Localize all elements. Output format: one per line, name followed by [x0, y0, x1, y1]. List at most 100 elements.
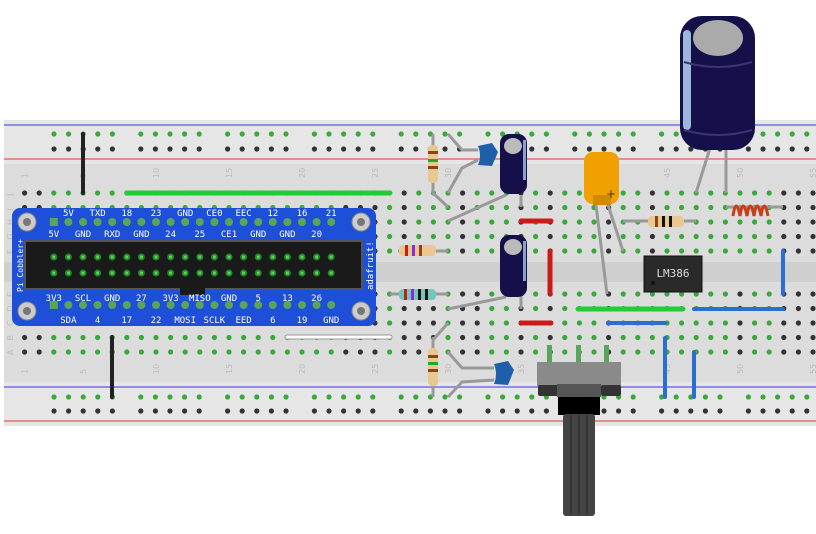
- breadboard-hole[interactable]: [752, 190, 758, 196]
- rail-hole[interactable]: [196, 131, 202, 137]
- breadboard-hole[interactable]: [591, 233, 597, 240]
- breadboard-hole[interactable]: [168, 349, 174, 355]
- breadboard-hole[interactable]: [95, 334, 101, 341]
- breadboard-hole[interactable]: [708, 334, 714, 341]
- breadboard-hole[interactable]: [474, 233, 480, 240]
- rail-hole[interactable]: [442, 394, 448, 400]
- breadboard-hole[interactable]: [284, 349, 290, 355]
- rail-hole[interactable]: [804, 131, 810, 137]
- breadboard-hole[interactable]: [372, 349, 378, 355]
- breadboard-hole[interactable]: [401, 190, 407, 196]
- rail-hole[interactable]: [109, 131, 115, 137]
- breadboard-hole[interactable]: [547, 233, 553, 240]
- breadboard-hole[interactable]: [752, 334, 758, 341]
- breadboard-hole[interactable]: [211, 334, 217, 341]
- rail-hole[interactable]: [702, 394, 709, 400]
- breadboard-hole[interactable]: [474, 349, 480, 355]
- breadboard-hole[interactable]: [518, 334, 524, 341]
- breadboard-hole[interactable]: [752, 219, 758, 225]
- breadboard-hole[interactable]: [65, 190, 71, 196]
- breadboard-hole[interactable]: [810, 349, 816, 355]
- breadboard-hole[interactable]: [518, 349, 524, 355]
- breadboard-hole[interactable]: [810, 190, 816, 196]
- breadboard-hole[interactable]: [781, 320, 787, 326]
- rail-hole[interactable]: [182, 131, 188, 137]
- breadboard-hole[interactable]: [36, 190, 42, 196]
- rail-hole[interactable]: [688, 408, 694, 414]
- rail-hole[interactable]: [370, 131, 376, 137]
- breadboard-hole[interactable]: [620, 349, 626, 355]
- breadboard-hole[interactable]: [693, 248, 699, 254]
- breadboard-hole[interactable]: [679, 233, 685, 240]
- rail-hole[interactable]: [283, 131, 289, 137]
- breadboard-hole[interactable]: [737, 219, 743, 225]
- rail-hole[interactable]: [775, 408, 781, 414]
- breadboard-hole[interactable]: [752, 291, 758, 297]
- breadboard-hole[interactable]: [766, 233, 772, 240]
- breadboard-hole[interactable]: [679, 349, 685, 355]
- breadboard-hole[interactable]: [387, 233, 393, 240]
- rail-hole[interactable]: [717, 394, 723, 400]
- breadboard-hole[interactable]: [664, 204, 670, 211]
- breadboard-hole[interactable]: [649, 233, 656, 240]
- rail-hole[interactable]: [413, 408, 419, 414]
- breadboard-hole[interactable]: [503, 320, 509, 326]
- breadboard-hole[interactable]: [591, 291, 597, 297]
- breadboard-hole[interactable]: [766, 349, 772, 355]
- breadboard-hole[interactable]: [562, 291, 568, 297]
- breadboard-hole[interactable]: [679, 291, 685, 297]
- breadboard-hole[interactable]: [343, 349, 349, 355]
- electrolytic-capacitor-top[interactable]: [500, 134, 527, 194]
- breadboard-hole[interactable]: [635, 233, 641, 240]
- breadboard-hole[interactable]: [95, 190, 101, 196]
- rail-hole[interactable]: [442, 146, 448, 152]
- breadboard-hole[interactable]: [810, 305, 816, 312]
- rail-hole[interactable]: [760, 146, 766, 152]
- breadboard-hole[interactable]: [635, 190, 641, 196]
- breadboard-hole[interactable]: [795, 204, 802, 211]
- breadboard-hole[interactable]: [503, 305, 509, 312]
- breadboard-hole[interactable]: [576, 204, 583, 211]
- breadboard-hole[interactable]: [766, 334, 772, 341]
- rail-hole[interactable]: [66, 394, 72, 400]
- rail-hole[interactable]: [51, 408, 57, 414]
- breadboard-hole[interactable]: [781, 219, 787, 225]
- breadboard-hole[interactable]: [533, 233, 539, 240]
- breadboard-hole[interactable]: [474, 190, 480, 196]
- breadboard-hole[interactable]: [664, 190, 670, 196]
- breadboard-hole[interactable]: [533, 349, 539, 355]
- rail-hole[interactable]: [659, 146, 665, 152]
- breadboard-hole[interactable]: [781, 334, 787, 341]
- rail-hole[interactable]: [413, 394, 419, 400]
- rail-hole[interactable]: [586, 131, 593, 137]
- breadboard-hole[interactable]: [547, 334, 553, 341]
- rail-hole[interactable]: [254, 146, 260, 152]
- breadboard-hole[interactable]: [620, 204, 626, 211]
- breadboard-hole[interactable]: [635, 204, 641, 211]
- breadboard-hole[interactable]: [649, 349, 656, 355]
- breadboard-hole[interactable]: [679, 248, 685, 254]
- rail-hole[interactable]: [673, 408, 679, 414]
- ceramic-capacitor-bottom[interactable]: [494, 361, 514, 385]
- rail-hole[interactable]: [745, 408, 752, 414]
- rail-hole[interactable]: [138, 146, 144, 152]
- breadboard-hole[interactable]: [722, 233, 729, 240]
- breadboard-hole[interactable]: [22, 349, 28, 355]
- rail-hole[interactable]: [398, 408, 404, 414]
- breadboard-hole[interactable]: [679, 334, 685, 341]
- breadboard-hole[interactable]: [737, 349, 743, 355]
- rail-hole[interactable]: [702, 408, 709, 414]
- breadboard-hole[interactable]: [781, 349, 787, 355]
- breadboard-hole[interactable]: [445, 334, 451, 341]
- breadboard-hole[interactable]: [503, 219, 509, 225]
- tantalum-capacitor[interactable]: +: [584, 152, 619, 205]
- breadboard-hole[interactable]: [401, 305, 407, 312]
- breadboard-hole[interactable]: [138, 349, 144, 355]
- rail-hole[interactable]: [370, 394, 376, 400]
- rail-hole[interactable]: [601, 131, 607, 137]
- rail-hole[interactable]: [109, 146, 115, 152]
- rail-hole[interactable]: [413, 131, 419, 137]
- breadboard-hole[interactable]: [664, 233, 670, 240]
- breadboard-hole[interactable]: [401, 349, 407, 355]
- breadboard-hole[interactable]: [489, 291, 495, 297]
